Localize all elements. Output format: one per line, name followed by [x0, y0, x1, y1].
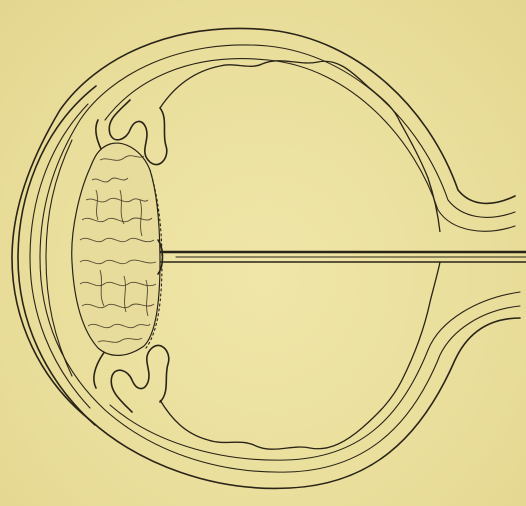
retina-upper	[160, 61, 440, 232]
cornea-layer	[46, 140, 72, 376]
lens	[72, 143, 160, 355]
retina-lower	[160, 262, 440, 449]
sclera-inner-line-lower	[110, 292, 520, 460]
